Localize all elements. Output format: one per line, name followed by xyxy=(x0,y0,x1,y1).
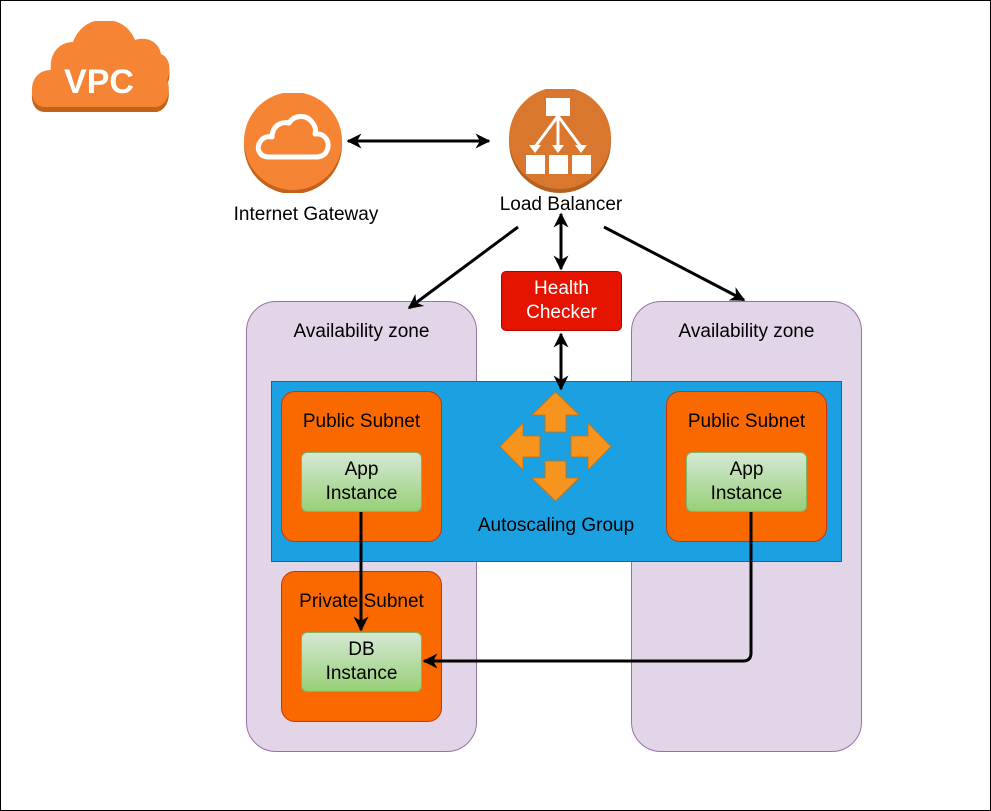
vpc-cloud-icon: VPC xyxy=(31,19,171,116)
public-subnet-label: Public Subnet xyxy=(302,411,421,432)
connector-loadbalancer-zone-right xyxy=(603,225,746,302)
autoscaling-group-label: Autoscaling Group xyxy=(477,515,635,536)
availability-zone-label: Availability zone xyxy=(293,321,430,342)
vpc-badge-text: VPC xyxy=(64,63,134,101)
instance-line1: DB xyxy=(348,639,375,660)
health-checker-node[interactable]: Health Checker xyxy=(501,271,622,331)
load-balancer-node[interactable] xyxy=(507,87,613,193)
internet-gateway-node[interactable] xyxy=(242,92,344,194)
private-subnet-label: Private Subnet xyxy=(299,591,424,612)
health-checker-line1: Health xyxy=(534,278,589,299)
instance-line1: App xyxy=(729,459,764,480)
instance-line2: Instance xyxy=(710,483,783,504)
load-balancer-label: Load Balancer xyxy=(499,194,623,215)
db-instance[interactable]: DB Instance xyxy=(301,632,422,692)
instance-line1: App xyxy=(344,459,379,480)
autoscaling-arrows-icon xyxy=(499,391,612,502)
health-checker-line2: Checker xyxy=(526,302,597,323)
app-instance-right[interactable]: App Instance xyxy=(686,452,807,512)
app-instance-left[interactable]: App Instance xyxy=(301,452,422,512)
public-subnet-label: Public Subnet xyxy=(687,411,806,432)
instance-line2: Instance xyxy=(325,483,398,504)
instance-line2: Instance xyxy=(325,663,398,684)
load-balancer-icon xyxy=(509,87,611,193)
cloud-icon xyxy=(244,92,342,194)
availability-zone-label: Availability zone xyxy=(678,321,815,342)
internet-gateway-label: Internet Gateway xyxy=(233,204,379,225)
